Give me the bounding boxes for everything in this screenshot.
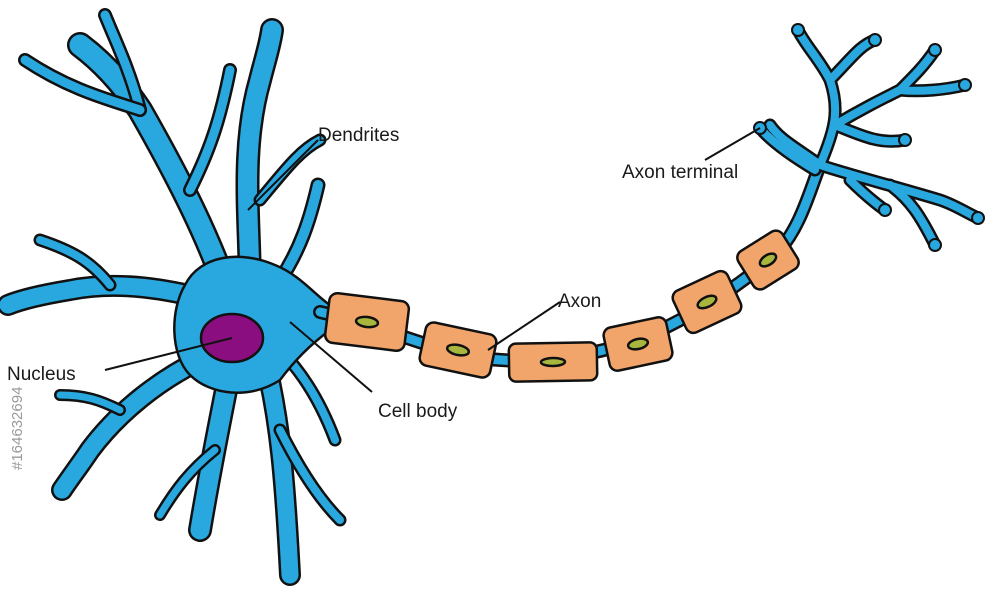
leader-cell-body <box>289 321 373 393</box>
label-dendrites: Dendrites <box>318 125 399 146</box>
stock-id-watermark: #164632694 <box>9 387 26 470</box>
axon-terminal <box>753 23 985 252</box>
leader-nucleus <box>104 337 233 371</box>
label-cell-body: Cell body <box>378 401 458 422</box>
myelin-segment <box>507 341 599 383</box>
leader-axon <box>487 301 561 351</box>
myelin-segment <box>671 269 743 335</box>
myelin-segment <box>602 316 674 372</box>
label-axon: Axon <box>558 291 601 312</box>
neuron <box>0 8 985 586</box>
leader-axon-terminal <box>704 127 761 161</box>
myelin-segment <box>323 291 411 353</box>
myelin-sheath <box>323 229 800 383</box>
label-nucleus: Nucleus <box>7 364 76 385</box>
myelin-segment <box>418 321 498 379</box>
label-axon-terminal: Axon terminal <box>622 162 738 183</box>
leader-lines <box>104 127 761 393</box>
myelin-segment <box>736 229 800 291</box>
leader-dendrites <box>247 139 319 211</box>
